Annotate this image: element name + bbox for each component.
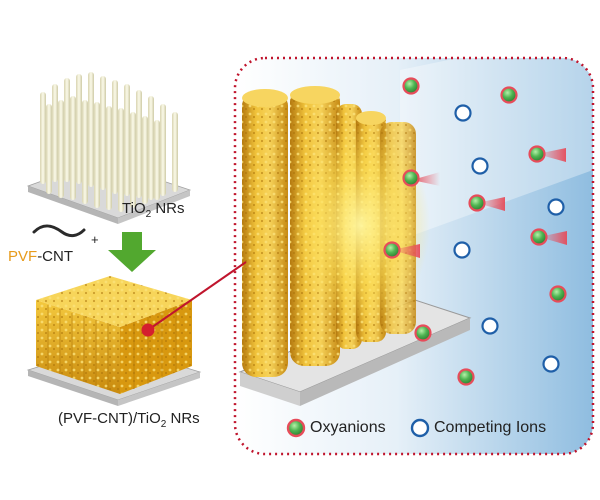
- zoom-connector-line: [147, 261, 247, 331]
- oxyanion-particles: [383, 77, 567, 386]
- legend-oxyanion-symbol: [286, 418, 306, 438]
- bare-tio2-nanorods: [26, 72, 192, 224]
- zoom-frame: [233, 56, 595, 456]
- process-arrow: [108, 232, 156, 272]
- oxyanion-motion-tails: [392, 148, 567, 258]
- composite-nrs-label: (PVF-CNT)/TiO2 NRs: [58, 410, 200, 430]
- plus-sign: +: [91, 232, 99, 247]
- competing-ion-particles: [453, 104, 565, 373]
- legend-competing-label: Competing Ions: [434, 419, 547, 436]
- pvf-cnt-label: PVF-CNT: [8, 248, 74, 265]
- tio2-nrs-label: TiO2 NRs: [122, 200, 185, 220]
- legend-competing-symbol: [410, 418, 430, 438]
- pvf-cnt-squiggle: [32, 224, 86, 238]
- legend-oxyanions-label: Oxyanions: [310, 419, 386, 436]
- glow-highlight: [290, 125, 430, 325]
- coated-nanorod-block: [26, 276, 202, 406]
- zoom-origin-dot: [141, 323, 155, 337]
